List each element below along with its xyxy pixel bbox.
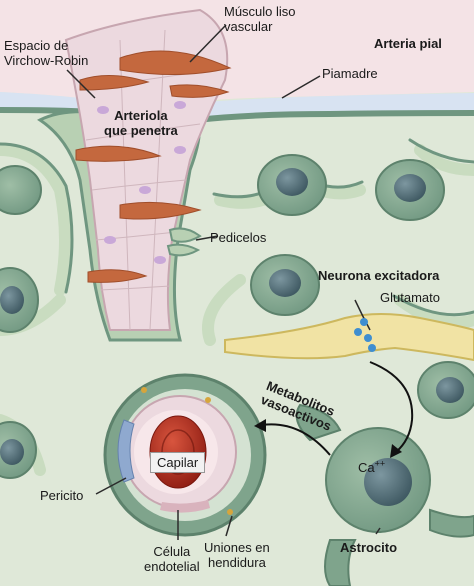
label-capillary: Capilar <box>150 452 206 473</box>
endfeet-stubs <box>166 227 202 257</box>
label-gap-junctions: Uniones en hendidura <box>204 540 270 570</box>
label-penetrating-arteriole-line1: Arteriola <box>114 108 168 123</box>
label-calcium-symbol: Ca <box>358 460 375 475</box>
arrowhead <box>390 444 402 458</box>
glutamate-dots <box>354 318 376 352</box>
label-glutamate: Glutamato <box>380 290 440 305</box>
label-smooth-muscle-line1: Músculo liso <box>224 4 296 19</box>
label-pial-artery: Arteria pial <box>374 36 442 51</box>
gap-junction-dot <box>141 387 147 393</box>
label-astrocyte: Astrocito <box>340 540 398 555</box>
label-penetrating-arteriole: Arteriola que penetra <box>104 108 178 138</box>
arteriole-nuclei <box>97 101 186 264</box>
label-endfeet: Pedicelos <box>210 230 267 245</box>
label-endothelial-line1: Célula <box>153 544 191 559</box>
gap-junction-dot <box>205 397 211 403</box>
label-pia-mater: Piamadre <box>322 66 378 81</box>
label-virchow-robin: Espacio de Virchow-Robin <box>4 38 88 68</box>
label-endothelial-cell: Célula endotelial <box>144 544 200 574</box>
gap-junction-dot <box>227 509 233 515</box>
glutamate-to-astrocyte-arrow <box>369 361 414 453</box>
endfeet-pointer <box>195 235 219 241</box>
label-penetrating-arteriole-line2: que penetra <box>104 123 178 138</box>
excitatory-neuron <box>224 313 474 362</box>
label-gap-junctions-line1: Uniones en <box>204 540 270 555</box>
label-endothelial-line2: endotelial <box>144 559 200 574</box>
glutamate-pointer <box>354 299 371 331</box>
label-calcium: Ca++ <box>358 458 386 475</box>
endothelial-cell <box>160 500 210 513</box>
label-virchow-robin-line2: Virchow-Robin <box>4 53 89 68</box>
arrowhead <box>254 419 266 432</box>
smooth-muscle-cells <box>75 50 232 283</box>
metabolites-arrow <box>261 423 331 456</box>
leader-lines <box>66 24 381 540</box>
label-virchow-robin-line1: Espacio de <box>4 38 69 53</box>
label-excitatory-neuron: Neurona excitadora <box>318 268 440 283</box>
astrocyte-cells <box>0 154 474 479</box>
label-smooth-muscle-line2: vascular <box>224 19 273 34</box>
label-gap-junctions-line2: hendidura <box>207 555 266 570</box>
main-astrocyte <box>295 403 474 586</box>
label-pericyte: Pericito <box>40 488 84 503</box>
label-calcium-charge: ++ <box>374 458 386 469</box>
label-smooth-muscle: Músculo liso vascular <box>224 4 296 34</box>
pericyte-cell <box>117 419 135 483</box>
